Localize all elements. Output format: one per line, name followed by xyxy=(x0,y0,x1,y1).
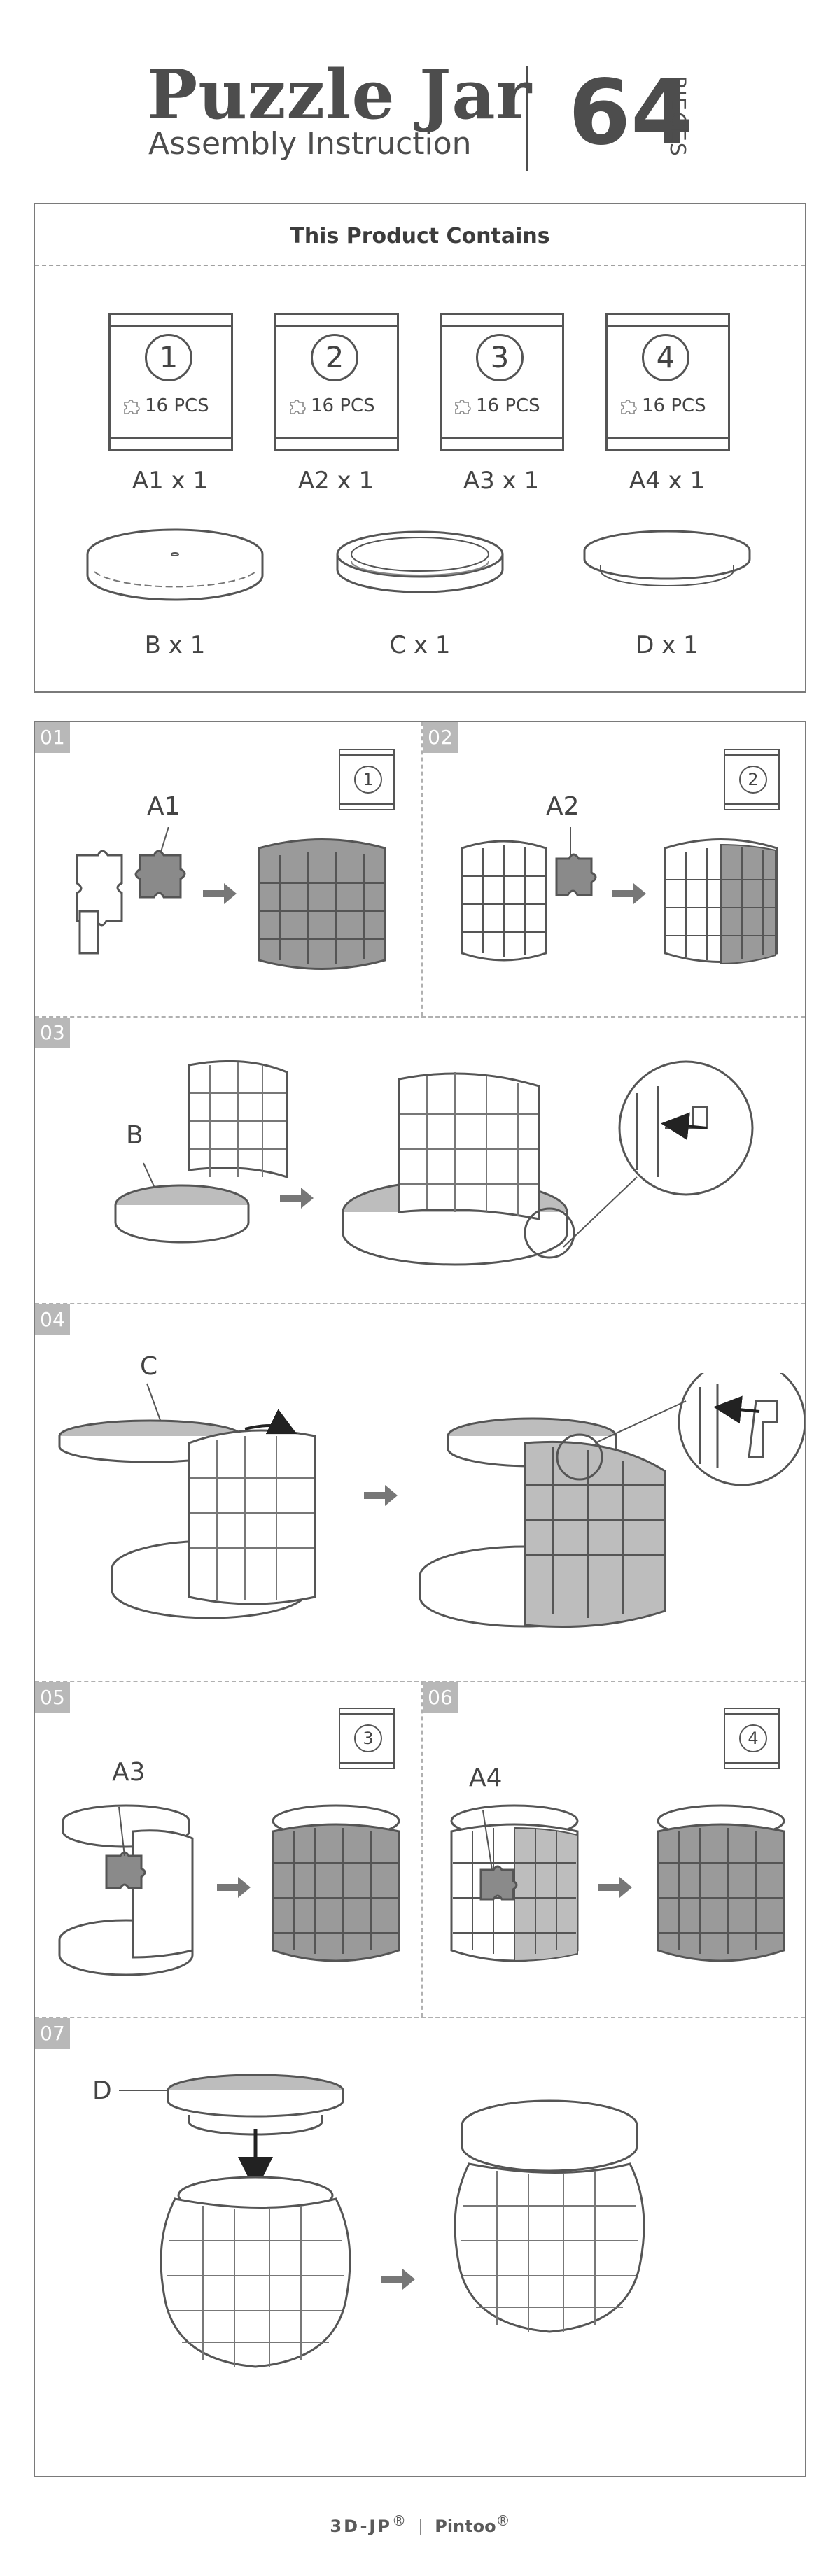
step-01-callout: A1 xyxy=(147,792,181,821)
part-label-b: B x 1 xyxy=(144,631,206,659)
step-05-illustration xyxy=(58,1804,400,1976)
bag-label-a1: A1 x 1 xyxy=(132,467,209,495)
step-04-illustration xyxy=(58,1373,805,1628)
header-divider xyxy=(526,66,528,171)
puzzle-piece-icon xyxy=(124,400,140,414)
step-04-callout: C xyxy=(140,1352,158,1381)
bag-number: 1 xyxy=(354,766,382,794)
divider-step-05-06 xyxy=(421,1681,423,2017)
step-02-illustration xyxy=(461,827,778,965)
footer-brands: 3D-JP® Pintoo® xyxy=(0,2512,840,2536)
bag-a4: 4 16 PCS xyxy=(606,313,730,451)
bag-a3: 3 16 PCS xyxy=(440,313,564,451)
lid-d-illustration xyxy=(583,530,751,586)
divider-after-03 xyxy=(35,1303,805,1304)
bag-label-a3: A3 x 1 xyxy=(463,467,540,495)
step-01-bag: 1 xyxy=(339,749,395,810)
part-label-d: D x 1 xyxy=(636,631,699,659)
product-contents-panel: This Product Contains 1 16 PCS A1 x 1 2 … xyxy=(34,203,806,693)
pieces-label: PIECES xyxy=(665,76,690,157)
bag-outline xyxy=(440,313,564,451)
bag-number: 4 xyxy=(642,334,690,381)
bag-label-a4: A4 x 1 xyxy=(629,467,706,495)
step-04-tag: 04 xyxy=(35,1304,70,1335)
step-07-callout: D xyxy=(92,2076,112,2105)
step-02-bag: 2 xyxy=(724,749,780,810)
product-subtitle: Assembly Instruction xyxy=(148,126,472,162)
step-05-bag: 3 xyxy=(339,1708,395,1769)
bag-label-a2: A2 x 1 xyxy=(298,467,374,495)
step-05-tag: 05 xyxy=(35,1682,70,1713)
divider-after-04 xyxy=(35,1681,805,1682)
contents-title: This Product Contains xyxy=(290,224,550,248)
bag-number: 2 xyxy=(311,334,358,381)
step-03-illustration xyxy=(114,1060,754,1266)
bag-pieces: 16 PCS xyxy=(454,395,540,416)
bag-pieces-text: 16 PCS xyxy=(476,395,540,416)
step-06-tag: 06 xyxy=(423,1682,458,1713)
bag-number: 3 xyxy=(354,1724,382,1752)
base-b-illustration xyxy=(86,528,264,601)
step-01-illustration xyxy=(76,827,386,970)
bag-outline xyxy=(606,313,730,451)
bag-pieces-text: 16 PCS xyxy=(145,395,209,416)
contents-divider xyxy=(35,265,805,266)
brand-3d-jp: 3D-JP xyxy=(330,2517,392,2536)
divider-after-02 xyxy=(35,1016,805,1018)
puzzle-piece-icon xyxy=(290,400,306,414)
step-03-callout: B xyxy=(126,1121,144,1150)
ring-c-illustration xyxy=(336,530,504,593)
step-07-illustration xyxy=(119,2074,645,2368)
step-03-tag: 03 xyxy=(35,1018,70,1048)
bag-number: 4 xyxy=(739,1724,767,1752)
step-02-tag: 02 xyxy=(423,722,458,753)
header: Puzzle Jar Assembly Instruction 64 PIECE… xyxy=(0,0,840,189)
brand-pintoo-mark: ® xyxy=(496,2512,510,2529)
bag-pieces-text: 16 PCS xyxy=(642,395,706,416)
divider-after-06 xyxy=(35,2017,805,2018)
bag-number: 2 xyxy=(739,766,767,794)
step-06-callout: A4 xyxy=(469,1764,503,1792)
divider-step-01-02 xyxy=(421,722,423,1016)
step-06-illustration xyxy=(450,1804,785,1962)
bag-a2: 2 16 PCS xyxy=(274,313,399,451)
puzzle-piece-icon xyxy=(455,400,471,414)
part-label-c: C x 1 xyxy=(389,631,451,659)
bag-number: 1 xyxy=(145,334,192,381)
step-06-bag: 4 xyxy=(724,1708,780,1769)
assembly-steps-panel: 01 1 A1 02 2 A2 03 B xyxy=(34,721,806,2477)
bag-pieces: 16 PCS xyxy=(620,395,706,416)
brand-pintoo: Pintoo xyxy=(435,2517,496,2536)
bag-pieces: 16 PCS xyxy=(122,395,209,416)
step-02-callout: A2 xyxy=(546,792,580,821)
step-01-tag: 01 xyxy=(35,722,70,753)
step-05-callout: A3 xyxy=(112,1758,146,1787)
piece-count: 64 xyxy=(568,61,694,165)
step-07-tag: 07 xyxy=(35,2018,70,2049)
bag-number: 3 xyxy=(476,334,524,381)
bag-a1: 1 16 PCS xyxy=(108,313,233,451)
bag-pieces: 16 PCS xyxy=(288,395,375,416)
puzzle-piece-icon xyxy=(621,400,637,414)
bag-pieces-text: 16 PCS xyxy=(311,395,375,416)
footer-separator xyxy=(419,2519,421,2535)
brand-3d-jp-mark: ® xyxy=(391,2512,406,2529)
product-title: Puzzle Jar xyxy=(147,55,533,134)
